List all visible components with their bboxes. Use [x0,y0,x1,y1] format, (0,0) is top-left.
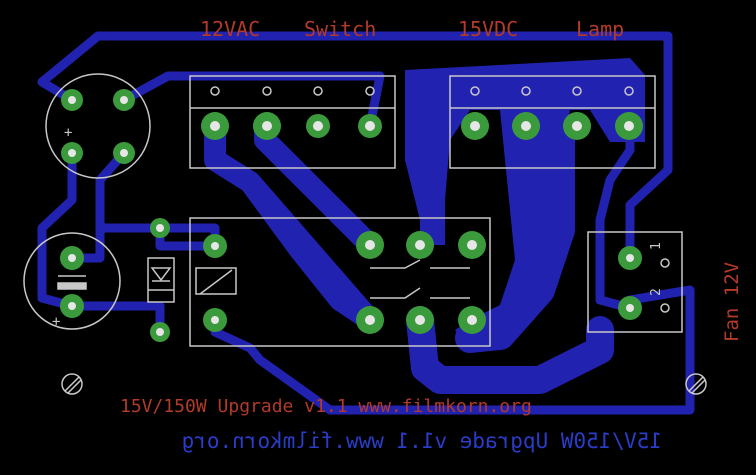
rectifier-outline [45,73,151,179]
pad[interactable] [563,112,591,140]
pad[interactable] [458,306,486,334]
pads [60,89,643,342]
trace-lower-rail [67,301,165,337]
diode-outline [147,257,175,303]
pad[interactable] [406,306,434,334]
pad[interactable] [618,296,642,320]
terminal-block-ac-outline [189,75,396,169]
pad[interactable] [458,231,486,259]
pad[interactable] [306,114,330,138]
trace-outer-loop [37,31,673,263]
label-fan: Fan 12V [721,262,743,342]
label-lamp: Lamp [576,17,624,41]
trace-relay-bottom-left [239,171,381,331]
pad[interactable] [150,322,170,342]
label-plus-capacitor: + [52,314,60,330]
diode-symbol [150,267,172,282]
pad[interactable] [618,246,642,270]
copper-traces [37,31,695,415]
pad[interactable] [60,246,84,270]
silkscreen [23,73,707,395]
capacitor-outline [23,232,121,330]
pad[interactable] [60,294,84,318]
trace-lamp-fan [595,120,635,313]
pad[interactable] [461,112,489,140]
trace-rectifier-left [37,148,77,311]
label-title-mirrored: 15V/150W Upgrade v1.1 www.filmkorn.org [182,429,662,453]
label-switch: Switch [304,17,376,41]
terminal-drill-marks [210,86,670,313]
relay-outline [189,217,491,347]
pad[interactable] [203,234,227,258]
trace-rectifier-ac [119,71,385,131]
pad[interactable] [358,114,382,138]
pad[interactable] [356,231,384,259]
label-15vdc: 15VDC [458,17,518,41]
trace-power-polygon[interactable] [405,58,645,352]
label-12vac: 12VAC [200,17,260,41]
pad[interactable] [113,89,135,111]
pad[interactable] [615,112,643,140]
pad[interactable] [356,306,384,334]
mounting-hole-left [61,373,83,395]
mounting-hole-right [685,373,707,395]
pad[interactable] [61,142,83,164]
fan-connector-outline [587,231,683,333]
relay-coil-symbol [195,267,237,295]
trace-dc-lower [406,306,614,394]
pad[interactable] [150,218,170,238]
labels: 12VAC Switch 15VDC Lamp Fan 12V 15V/150W… [52,17,743,453]
label-fan-pin2: 2 [649,288,664,296]
label-fan-pin1: 1 [649,242,664,250]
trace-relay-coil-bottom [210,285,695,415]
label-title-top: 15V/150W Upgrade v1.1 www.filmkorn.org [120,396,532,417]
pad[interactable] [61,89,83,111]
pad[interactable] [406,231,434,259]
pad[interactable] [512,112,540,140]
pad[interactable] [253,112,281,140]
pad[interactable] [203,308,227,332]
pad[interactable] [113,142,135,164]
label-plus-rectifier: + [64,125,72,141]
pad[interactable] [201,112,229,140]
terminal-block-dc-outline [449,75,656,169]
